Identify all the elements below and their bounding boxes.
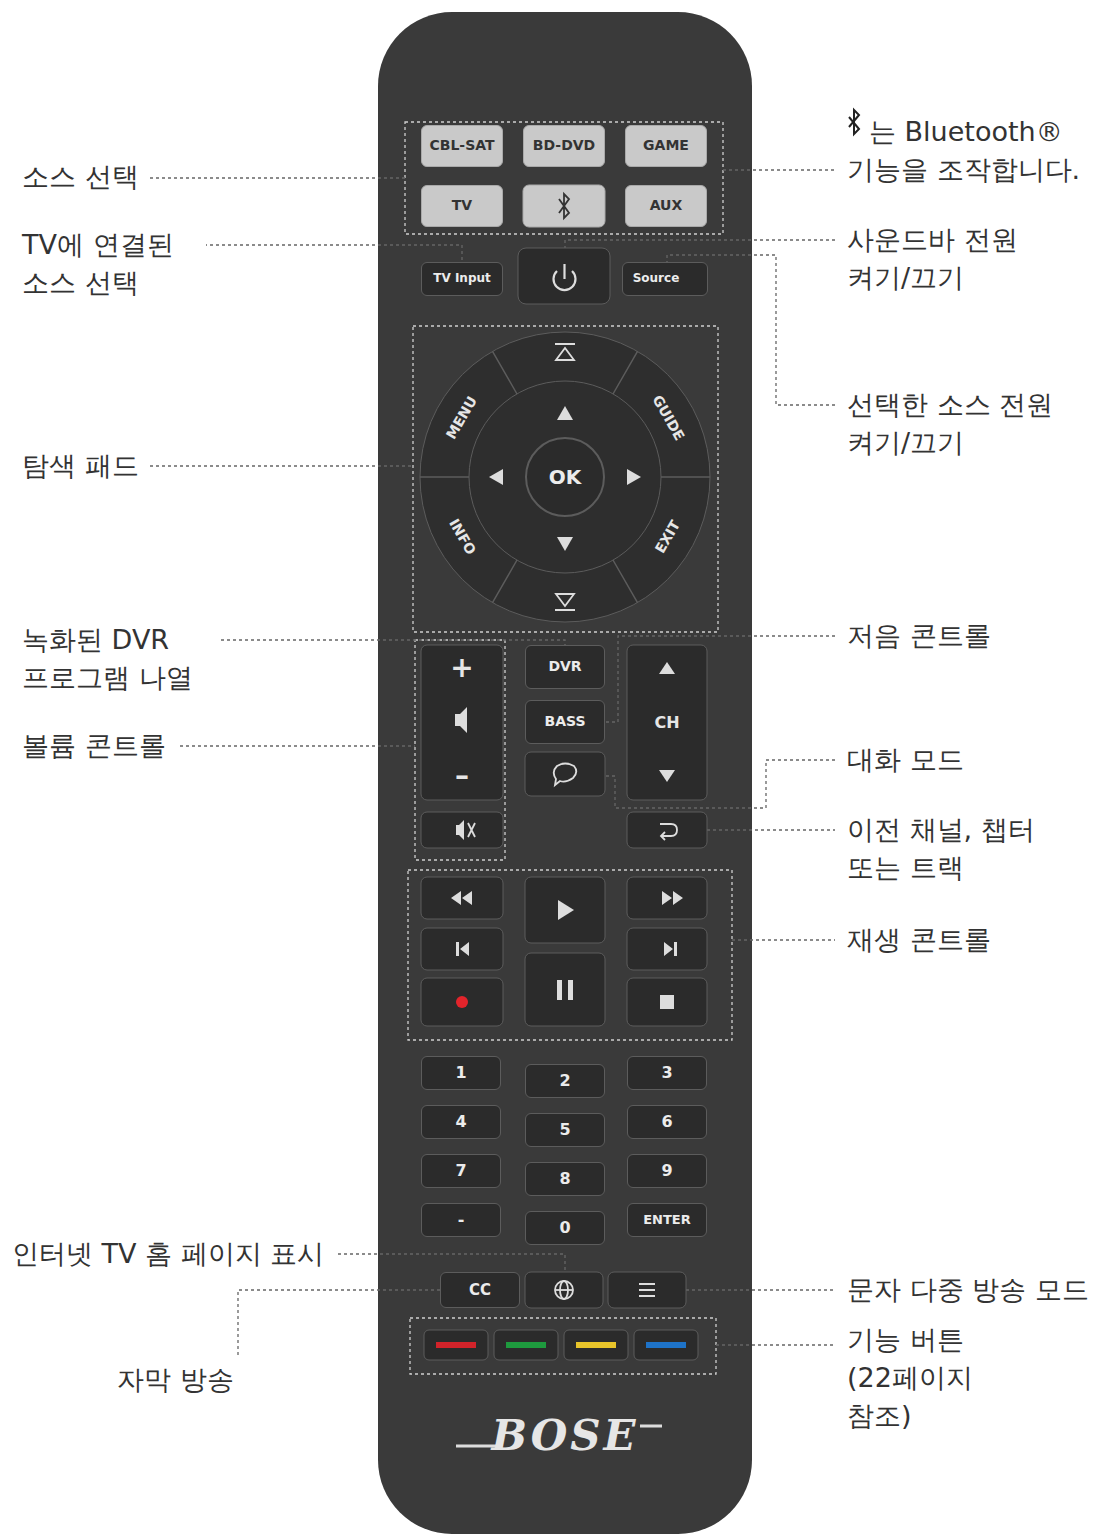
button-label: 7: [455, 1162, 466, 1180]
bluetooth-symbol: [849, 110, 859, 134]
buttons: [420, 185, 710, 1360]
button-label: 9: [661, 1162, 672, 1180]
keypad-button: 4: [421, 1105, 501, 1139]
button-label: CBL-SAT: [429, 138, 494, 153]
button-label: OK: [549, 466, 582, 488]
cc-button: CC: [440, 1272, 520, 1308]
button-label: BOSE: [491, 1411, 638, 1460]
button-label: TV Input: [433, 272, 491, 285]
keypad-button: 1: [421, 1056, 501, 1090]
button-label: DVR: [548, 659, 581, 674]
callout-label: 재생 콘트롤: [845, 921, 993, 959]
callout-label: 는 Bluetooth® 기능을 조작합니다.: [845, 113, 1104, 189]
button-label: 6: [661, 1113, 672, 1131]
button-label: GUIDE: [649, 393, 687, 443]
button-label: BASS: [544, 714, 585, 729]
keypad-button: ENTER: [627, 1203, 707, 1237]
button-label: ENTER: [643, 1213, 691, 1227]
remote-body: BOSE CBL-SAT BD-DVD GAME TV AUX TV Input Source…: [378, 12, 752, 1534]
keypad-button: 8: [525, 1162, 605, 1196]
button-label: 8: [559, 1170, 570, 1188]
source-button: CBL-SAT: [421, 125, 503, 167]
button-label: 3: [661, 1064, 672, 1082]
callout-label: 볼륨 콘트롤: [20, 727, 168, 765]
keypad-button: 9: [627, 1154, 707, 1188]
source-button: BD-DVD: [523, 125, 605, 167]
dvr-button: DVR: [525, 645, 605, 689]
keypad-button: 6: [627, 1105, 707, 1139]
channel-rocker: CH: [627, 645, 707, 800]
source-button: TV: [421, 185, 503, 227]
button-label: 4: [455, 1113, 466, 1131]
callout-label: 문자 다중 방송 모드: [845, 1271, 1091, 1309]
button-line-icons: [456, 194, 698, 1446]
button-label: CC: [469, 1282, 491, 1299]
keypad-button: -: [421, 1203, 501, 1237]
callout-label: 소스 선택: [20, 158, 141, 196]
button-label: 1: [455, 1064, 466, 1082]
tv-input-button: TV Input: [421, 262, 503, 296]
keypad-button: 5: [525, 1113, 605, 1147]
button-label: 2: [559, 1072, 570, 1090]
source-button: AUX: [625, 185, 707, 227]
button-label: Source: [633, 272, 680, 285]
callout-label: 사운드바 전원 켜기/끄기: [845, 221, 1049, 297]
callout-label: 선택한 소스 전원 켜기/끄기: [845, 386, 1089, 462]
button-label: EXIT: [653, 518, 684, 556]
button-label: GAME: [643, 138, 689, 153]
callout-label: 저음 콘트롤: [845, 617, 993, 655]
button-label: –: [455, 759, 469, 792]
callout-label: 인터넷 TV 홈 페이지 표시: [10, 1235, 326, 1273]
button-label: BD-DVD: [533, 138, 595, 153]
callout-label: 대화 모드: [845, 741, 966, 779]
button-label: CH: [654, 713, 679, 732]
callout-label: 녹화된 DVR 프로그램 나열: [20, 621, 220, 697]
bass-button: BASS: [525, 700, 605, 744]
button-label: 5: [559, 1121, 570, 1139]
button-label: AUX: [650, 198, 683, 213]
group-outlines: [405, 122, 732, 1374]
callout-label: 탐색 패드: [20, 447, 141, 485]
button-label: +: [450, 651, 473, 684]
leader-lines: [150, 170, 835, 1358]
callout-label: TV에 연결된 소스 선택: [20, 226, 206, 302]
nav-dividers: [420, 351, 710, 602]
keypad-button: 7: [421, 1154, 501, 1188]
source-button: GAME: [625, 125, 707, 167]
source-power-button: Source: [622, 262, 708, 296]
navigation-pad: MENU GUIDE INFO EXIT OK: [420, 332, 710, 622]
ok-button: OK: [525, 437, 605, 517]
callout-label: 자막 방송: [115, 1361, 236, 1399]
volume-rocker: +–: [421, 645, 503, 800]
button-label: -: [458, 1211, 465, 1229]
button-label: INFO: [446, 517, 479, 558]
button-label: 0: [559, 1219, 570, 1237]
keypad-button: 2: [525, 1064, 605, 1098]
callout-label: 기능 버튼(22페이지 참조): [845, 1321, 1039, 1435]
keypad-button: 0: [525, 1211, 605, 1245]
button-label: MENU: [444, 394, 481, 442]
button-label: TV: [452, 198, 472, 213]
keypad-button: 3: [627, 1056, 707, 1090]
callout-label: 이전 채널, 챕터 또는 트랙: [845, 811, 1071, 887]
